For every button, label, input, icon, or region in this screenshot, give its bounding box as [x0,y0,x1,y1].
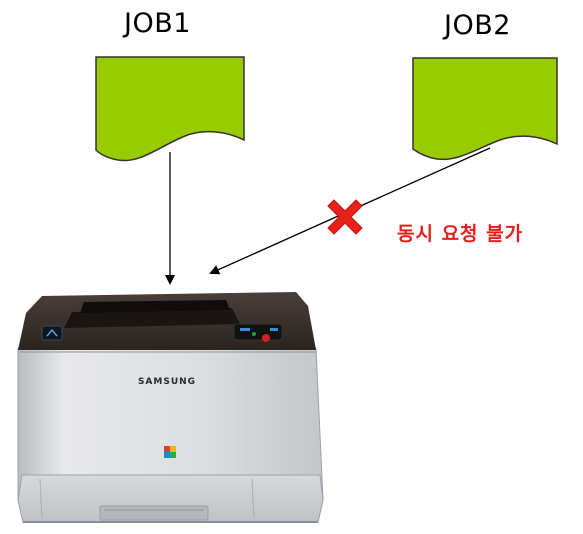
printer-icon [17,292,324,523]
printer-brand-label: SAMSUNG [138,377,196,387]
job1-label: JOB1 [124,8,191,39]
job1-document-icon [95,56,245,162]
cross-icon [327,199,363,235]
job2-label: JOB2 [444,10,511,41]
job2-document-icon [412,57,558,161]
conflict-label: 동시 요청 불가 [397,223,524,245]
